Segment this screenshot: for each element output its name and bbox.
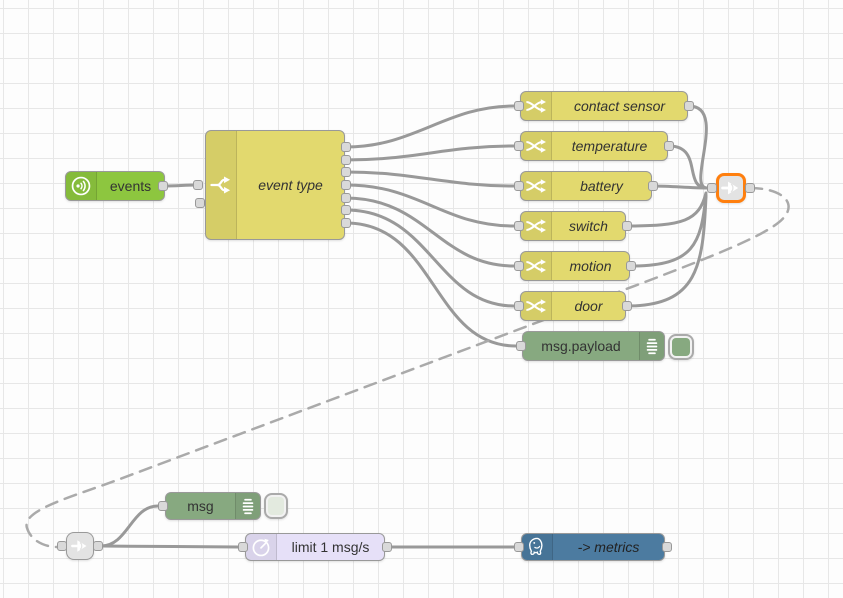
node-battery[interactable]: battery (520, 171, 652, 201)
node-motion[interactable]: motion (520, 251, 630, 281)
node-metrics[interactable]: -> metrics (521, 533, 665, 561)
port-out-temperature[interactable] (664, 141, 674, 151)
timer-icon (246, 534, 277, 560)
wire-contact-sensor-to-link-out[interactable] (687, 104, 709, 190)
node-label: -> metrics (577, 539, 640, 555)
port-in-temperature[interactable] (514, 141, 524, 151)
port-out2-event-type[interactable] (341, 155, 351, 165)
port-in-battery[interactable] (514, 181, 524, 191)
port-out-switch[interactable] (622, 221, 632, 231)
debug-lines-icon (639, 332, 664, 360)
wire-link-in-to-limit[interactable] (99, 544, 240, 549)
port-out4-event-type[interactable] (341, 180, 351, 190)
port-in-switch[interactable] (514, 221, 524, 231)
node-label: events (109, 178, 152, 194)
port-out-limit[interactable] (382, 542, 392, 552)
port-out-contact-sensor[interactable] (684, 101, 694, 111)
node-label: switch (569, 218, 608, 234)
node-contact-sensor[interactable]: contact sensor (520, 91, 688, 121)
port-in-msg-payload[interactable] (516, 341, 526, 351)
debug-toggle-state (268, 497, 284, 515)
port-out-door[interactable] (622, 301, 632, 311)
postgres-elephant-icon (522, 534, 553, 560)
wire-door-to-link-out[interactable] (625, 194, 708, 308)
node-limit[interactable]: limit 1 msg/s (245, 533, 385, 561)
wire-out6-to-door[interactable] (344, 208, 516, 308)
node-events[interactable]: events (65, 171, 165, 201)
port-in-event-type[interactable] (193, 180, 203, 190)
port-out7-event-type[interactable] (341, 218, 351, 228)
port-in-msg[interactable] (158, 501, 168, 511)
port-stub[interactable] (195, 198, 205, 208)
node-temperature[interactable]: temperature (520, 131, 668, 161)
port-out-events[interactable] (158, 181, 168, 191)
wire-out4-to-switch[interactable] (344, 183, 516, 228)
node-link-in[interactable] (66, 532, 94, 560)
port-in-metrics[interactable] (514, 542, 524, 552)
port-out-link-out[interactable] (745, 183, 755, 193)
shuffle-icon (521, 132, 552, 160)
debug-lines-icon (235, 493, 260, 519)
node-label: door (574, 298, 603, 314)
node-switch[interactable]: switch (520, 211, 626, 241)
wire-out1-to-contact-sensor[interactable] (344, 104, 516, 149)
port-in-door[interactable] (514, 301, 524, 311)
wire-motion-to-link-out[interactable] (629, 193, 708, 268)
port-in-contact-sensor[interactable] (514, 101, 524, 111)
shuffle-icon (521, 212, 552, 240)
wire-out5-to-motion[interactable] (344, 196, 516, 268)
port-in-link-out[interactable] (707, 183, 717, 193)
node-label: limit 1 msg/s (291, 539, 370, 555)
node-label: temperature (571, 138, 648, 154)
node-label: event type (258, 177, 323, 193)
node-label: msg.payload (541, 338, 621, 354)
link-arrow-icon (720, 177, 742, 199)
port-out6-event-type[interactable] (341, 205, 351, 215)
link-arrow-icon (70, 536, 90, 556)
wire-virtual-link-out-to-link-in[interactable] (25, 186, 790, 549)
node-label: motion (569, 258, 612, 274)
port-out5-event-type[interactable] (341, 193, 351, 203)
node-label: contact sensor (573, 98, 666, 114)
shuffle-icon (521, 252, 552, 280)
port-in-limit[interactable] (238, 542, 248, 552)
shuffle-icon (521, 292, 552, 320)
node-label: battery (580, 178, 623, 194)
port-out-battery[interactable] (648, 181, 658, 191)
port-out-motion[interactable] (626, 261, 636, 271)
node-link-out[interactable] (716, 173, 746, 203)
wire-out3-to-battery[interactable] (344, 170, 516, 188)
wire-switch-to-link-out[interactable] (625, 191, 708, 228)
port-out-link-in[interactable] (93, 541, 103, 551)
debug-toggle-msg[interactable] (264, 493, 288, 519)
node-msg[interactable]: msg (165, 492, 261, 520)
broadcast-icon (66, 172, 97, 200)
port-out-metrics[interactable] (662, 542, 672, 552)
node-event-type[interactable]: event type (205, 130, 345, 240)
node-label: msg (187, 498, 214, 514)
port-in-link-in[interactable] (57, 541, 67, 551)
node-msg-payload[interactable]: msg.payload (522, 331, 665, 361)
wire-link-in-to-msg[interactable] (99, 504, 160, 548)
wire-out7-to-msg-payload[interactable] (344, 221, 518, 348)
shuffle-icon (521, 92, 552, 120)
debug-toggle-state (672, 338, 690, 356)
port-out3-event-type[interactable] (341, 167, 351, 177)
port-in-motion[interactable] (514, 261, 524, 271)
debug-toggle-msg-payload[interactable] (668, 334, 694, 360)
shuffle-icon (521, 172, 552, 200)
switch-icon (206, 131, 237, 239)
port-out1-event-type[interactable] (341, 142, 351, 152)
wire-out2-to-temperature[interactable] (344, 144, 516, 162)
node-door[interactable]: door (520, 291, 626, 321)
